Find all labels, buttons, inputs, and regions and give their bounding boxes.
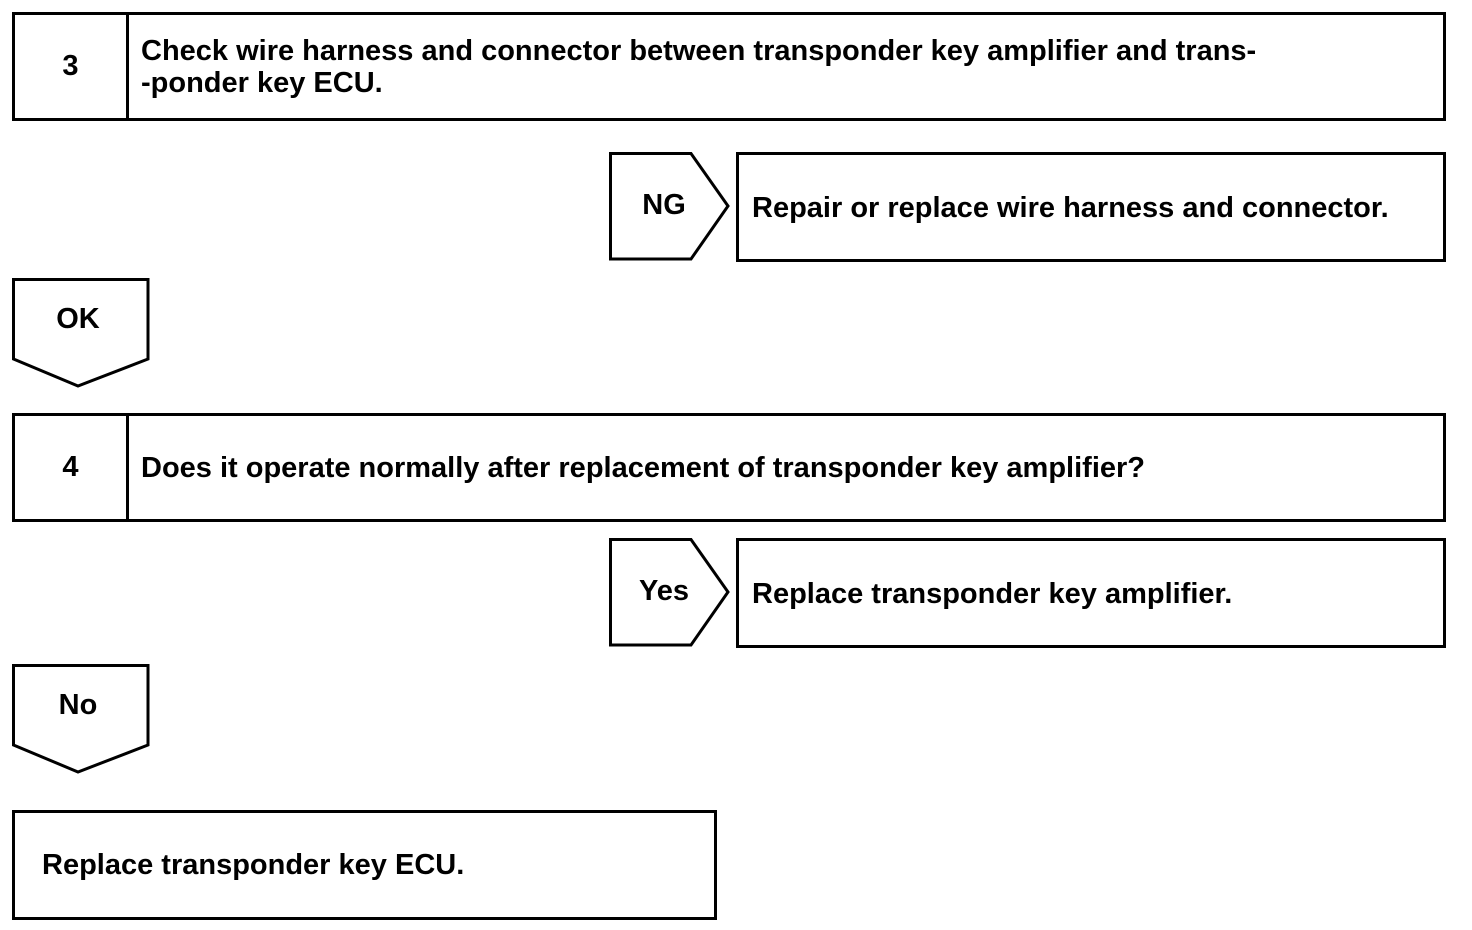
step-4-number: 4 [15, 416, 129, 519]
ok-arrow-label: OK [56, 303, 100, 335]
final-action-box: Replace transponder key ECU. [12, 810, 717, 920]
ng-result-text: Repair or replace wire harness and conne… [752, 192, 1389, 224]
step-4-text: Does it operate normally after replaceme… [141, 452, 1146, 484]
yes-arrow-label: Yes [639, 575, 689, 607]
final-action-text: Replace transponder key ECU. [42, 849, 465, 881]
yes-result-text: Replace transponder key amplifier. [752, 578, 1233, 610]
ok-arrow: OK [12, 278, 150, 388]
step-3-number: 3 [15, 15, 129, 118]
ng-result-box: Repair or replace wire harness and conne… [736, 152, 1446, 262]
ng-arrow-label: NG [642, 189, 686, 221]
ng-arrow-shape [609, 152, 730, 261]
yes-arrow-shape [609, 538, 730, 647]
yes-result-box: Replace transponder key amplifier. [736, 538, 1446, 648]
yes-arrow: Yes [609, 538, 731, 648]
no-arrow-label: No [58, 689, 98, 721]
step-4-box: 4 Does it operate normally after replace… [12, 413, 1446, 522]
no-arrow-shape [12, 664, 150, 774]
no-arrow: No [12, 664, 150, 774]
ng-arrow: NG [609, 152, 731, 262]
step-3-box: 3 Check wire harness and connector betwe… [12, 12, 1446, 121]
ok-arrow-shape [12, 278, 150, 388]
step-3-text: Check wire harness and connector between… [141, 35, 1257, 99]
